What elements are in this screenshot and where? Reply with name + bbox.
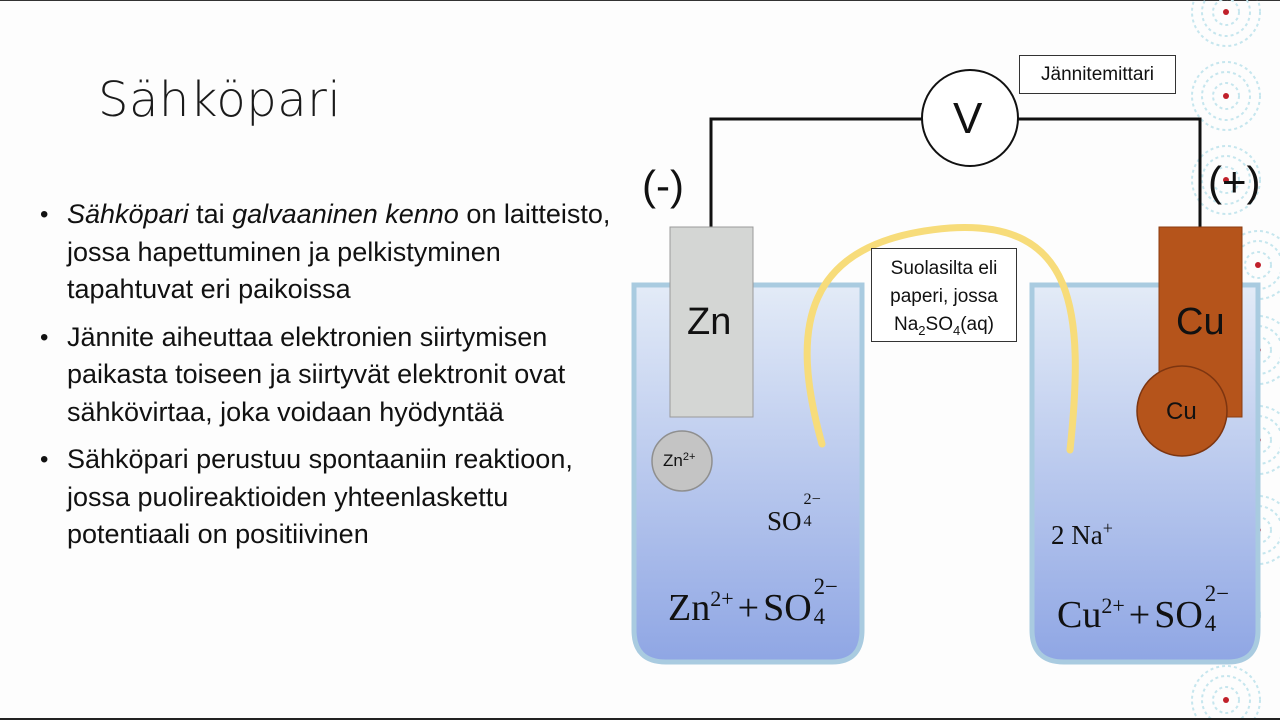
bullet-item: Sähköpari tai galvaaninen kenno on laitt… xyxy=(40,196,620,309)
zn-ion-symbol: Zn xyxy=(663,451,683,470)
zn-ion-label: Zn2+ xyxy=(663,451,695,471)
zinc-electrode-label: Zn xyxy=(687,301,732,343)
left-sulfate-charge: 2− xyxy=(803,490,821,508)
positive-pole-label: (+) xyxy=(1208,158,1261,205)
zinc-electrode xyxy=(669,226,754,418)
top-border-line xyxy=(0,0,1280,1)
formula-tail: (aq) xyxy=(960,314,994,335)
bullet-emphasis: galvaaninen kenno xyxy=(232,199,459,229)
bullet-item: Sähköpari perustuu spontaaniin reaktioon… xyxy=(40,441,620,554)
salt-bridge-formula: Na2SO4(aq) xyxy=(872,311,1016,345)
bullet-text: on laitteisto, jossa hapettuminen ja pel… xyxy=(67,199,611,304)
salt-bridge-line2: paperi, jossa xyxy=(890,286,998,307)
right-solution-cu: Cu xyxy=(1057,594,1102,636)
salt-bridge xyxy=(803,224,1079,454)
slide-title: Sähköpari xyxy=(98,72,342,128)
left-solution-so-charge: 2− xyxy=(813,574,838,599)
bullet-emphasis: Sähköpari xyxy=(67,199,189,229)
voltmeter-circle xyxy=(921,69,1019,167)
wire-left xyxy=(709,117,922,227)
bullet-list: Sähköpari tai galvaaninen kenno on laitt… xyxy=(40,196,620,564)
bullet-text: tai xyxy=(188,199,233,229)
formula-na-sub: 2 xyxy=(918,322,926,338)
negative-pole-label: (-) xyxy=(642,162,684,209)
bullet-text: Sähköpari perustuu spontaaniin reaktioon… xyxy=(67,444,573,549)
left-solution-zn: Zn xyxy=(668,587,711,629)
formula-so-sub: 4 xyxy=(952,322,961,338)
copper-electrode-label: Cu xyxy=(1176,301,1225,343)
left-solution-so-indices: 2−4 xyxy=(812,574,848,629)
voltmeter-symbol: V xyxy=(953,94,983,143)
bullet-item: Jännite aiheuttaa elektronien siirtymise… xyxy=(40,319,620,432)
salt-bridge-label: Suolasilta eli paperi, jossa Na2SO4(aq) xyxy=(871,248,1017,342)
left-sulfate-sub: 4 xyxy=(803,512,812,530)
right-solution-plus: + xyxy=(1128,594,1151,636)
right-solution-so-sub: 4 xyxy=(1204,611,1217,636)
left-solution-so: SO xyxy=(763,587,812,629)
zn-ion-charge: 2+ xyxy=(682,451,696,463)
bottom-border-line xyxy=(0,718,1280,720)
zn-ion-circle xyxy=(651,430,713,492)
right-solution-so-charge: 2− xyxy=(1204,581,1230,606)
right-sodium-ion: 2 Na+ xyxy=(1051,518,1113,551)
left-sulfate-indices: 2−4 xyxy=(802,490,832,530)
right-solution-cu-charge: 2+ xyxy=(1101,593,1125,618)
salt-bridge-line1: Suolasilta eli xyxy=(890,258,998,279)
right-sodium-charge: + xyxy=(1102,518,1113,538)
right-solution-so: SO xyxy=(1154,594,1203,636)
cu-atom-circle xyxy=(1136,365,1228,457)
left-solution-so-sub: 4 xyxy=(813,604,826,629)
formula-na: Na xyxy=(893,314,919,335)
formula-so: SO xyxy=(925,314,953,335)
right-solution-so-indices: 2−4 xyxy=(1203,581,1239,636)
right-sodium-symbol: 2 Na xyxy=(1051,520,1103,550)
bullet-text: Jännite aiheuttaa elektronien siirtymise… xyxy=(67,321,566,427)
wire-right xyxy=(1018,117,1202,227)
left-solution-plus: + xyxy=(737,587,760,629)
cu-atom-label: Cu xyxy=(1166,398,1197,425)
left-solution-zn-charge: 2+ xyxy=(710,586,734,611)
left-sulfate-symbol: SO xyxy=(767,506,802,536)
voltmeter-label: Jännitemittari xyxy=(1019,55,1176,94)
